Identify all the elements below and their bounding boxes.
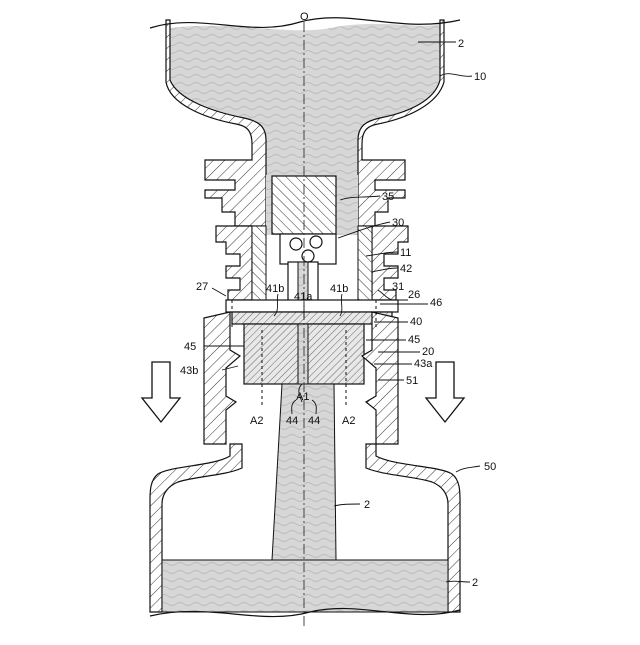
upper-liquid — [170, 24, 440, 175]
neck-wall-left — [252, 226, 266, 300]
label-43b: 43b — [180, 365, 198, 377]
label-40: 40 — [410, 316, 422, 328]
label-44-right: 44 — [308, 415, 320, 427]
label-2-top: 2 — [458, 38, 464, 50]
label-30: 30 — [392, 217, 404, 229]
neck-wall-right — [358, 226, 372, 300]
label-45-left: 45 — [184, 341, 196, 353]
lower-liquid — [162, 560, 448, 612]
label-44-left: 44 — [286, 415, 298, 427]
label-26: 26 — [408, 289, 420, 301]
label-A1: A1 — [296, 391, 309, 403]
block-bore — [298, 324, 308, 384]
label-35: 35 — [382, 191, 394, 203]
label-A2-right: A2 — [342, 415, 355, 427]
label-11: 11 — [400, 247, 411, 259]
arrow-down-left — [142, 362, 180, 422]
label-10: 10 — [474, 71, 486, 83]
plate-40 — [232, 312, 392, 324]
label-A2-left: A2 — [250, 415, 263, 427]
ball-left — [290, 238, 302, 250]
label-51: 51 — [406, 375, 418, 387]
label-41b-right: 41b — [330, 283, 348, 295]
arrow-down-right — [426, 362, 464, 422]
label-41a: 41a — [294, 291, 313, 303]
label-20: 20 — [422, 346, 434, 358]
cap-left-11 — [216, 226, 252, 300]
skirt-left — [204, 312, 240, 444]
label-43a: 43a — [414, 358, 433, 370]
label-41b-left: 41b — [266, 283, 284, 295]
ball-right — [310, 236, 322, 248]
label-45-right: 45 — [408, 334, 420, 346]
label-2-bottom: 2 — [472, 577, 478, 589]
label-31: 31 — [392, 281, 404, 293]
label-50: 50 — [484, 461, 496, 473]
label-2-mid: 2 — [364, 499, 370, 511]
label-27: 27 — [196, 281, 208, 293]
label-42: 42 — [400, 263, 412, 275]
lower-container-50 — [150, 384, 460, 617]
top-mark: O — [300, 11, 309, 23]
skirt-right — [362, 312, 398, 444]
label-46: 46 — [430, 297, 442, 309]
